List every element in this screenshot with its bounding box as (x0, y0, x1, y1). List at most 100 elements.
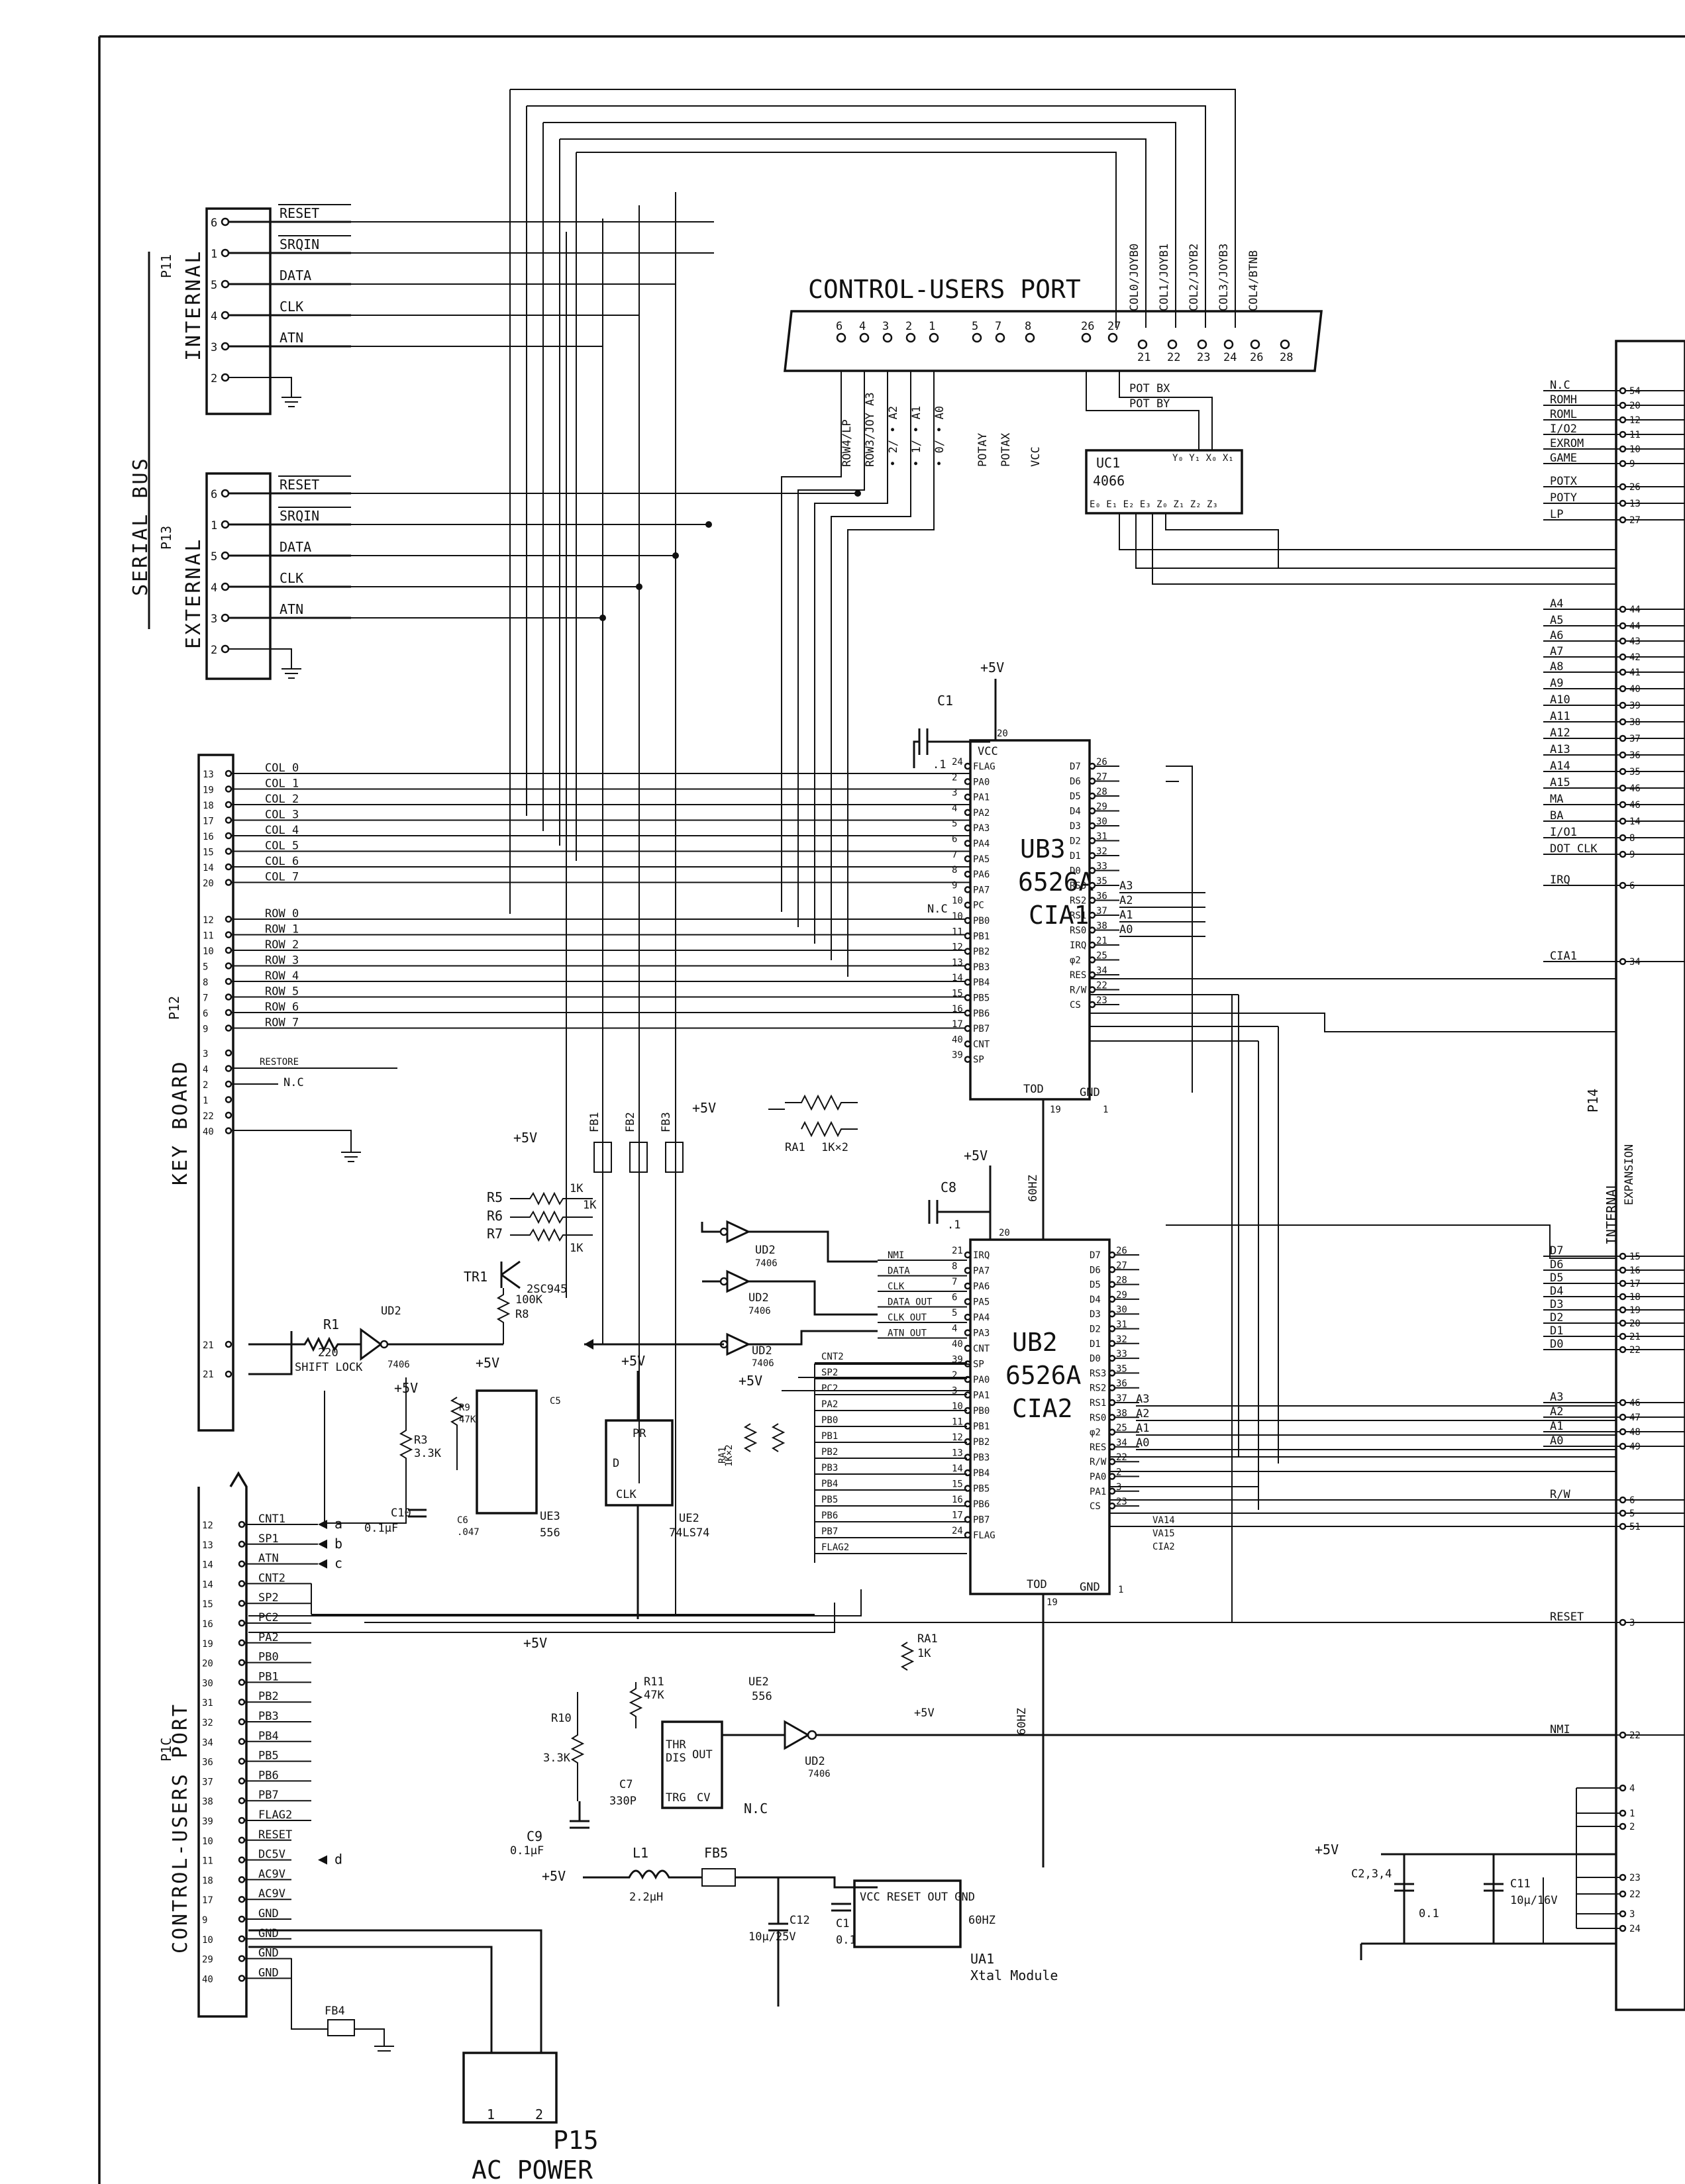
up-pin-19 (238, 1895, 246, 1903)
ub2-port-signal-pb2-6: PB2 (821, 1447, 838, 1458)
ub2-right-pin-num-0: 26 (1116, 1246, 1127, 1256)
p11-signal-clk: CLK (280, 299, 303, 315)
ub2-left-label-pa0-8: PA0 (973, 1375, 990, 1385)
ub2-left-label-pa3-5: PA3 (973, 1328, 990, 1339)
p11-pin-2 (221, 279, 230, 289)
ub2-right-pin-num-6: 32 (1116, 1334, 1127, 1345)
ub3-rs-addr-a2: A2 (1119, 894, 1133, 907)
up-dest-b: b (334, 1536, 342, 1552)
ub2-left-pin-num-13: 13 (952, 1448, 963, 1459)
kb-col-label-5: COL 5 (265, 840, 299, 853)
ub3-right-pin-num-2: 28 (1096, 787, 1107, 797)
l1-value: 2.2µH (629, 1891, 663, 1904)
ub2-va-cia2: CIA2 (1152, 1542, 1175, 1552)
ub3-left-pin-2 (964, 793, 972, 801)
p13-signal-atn: ATN (280, 601, 303, 617)
kb-ground-symbol (232, 1130, 361, 1162)
kb-col-label-1: COL 1 (265, 777, 299, 791)
ub2-left-pin-num-14: 14 (952, 1464, 963, 1474)
ub2-right-label-d3-4: D3 (1090, 1309, 1101, 1320)
ub3-left-pin-7 (964, 870, 972, 878)
fb2-label: FB2 (624, 1112, 637, 1132)
p11-connector (205, 207, 272, 415)
p14-pin-37 (1619, 1428, 1627, 1436)
serial-junction-0 (854, 490, 861, 497)
up-pin-11 (238, 1738, 246, 1746)
ra1-top-name: RA1 (785, 1141, 805, 1154)
tod-60hz-b: 60HZ (1015, 1708, 1029, 1735)
up-label-pb1-8: PB1 (258, 1670, 279, 1683)
p14-gnd-pin-2 (1619, 1822, 1627, 1830)
ub3-left-pin-num-9: 10 (952, 896, 963, 907)
ub2-port-signal-pb5-9: PB5 (821, 1495, 838, 1505)
ub2-port-signal-pb1-5: PB1 (821, 1431, 838, 1442)
p11-signal-data: DATA (280, 268, 311, 283)
p14-pin-31 (1619, 1306, 1627, 1314)
up-label-pa2-6: PA2 (258, 1631, 279, 1644)
ub3-left-pin-num-14: 14 (952, 973, 963, 983)
p14-label-exrom-4: EXROM (1550, 437, 1584, 450)
p14-pin-19 (1619, 768, 1627, 775)
cport-pin-9 (1107, 332, 1118, 343)
ub2-right-pin-num-12: 25 (1116, 1423, 1127, 1434)
kb-row-label-2: ROW 2 (265, 938, 299, 952)
ub3-rs-addr-a0: A0 (1119, 923, 1133, 936)
up-pin-num-2: 14 (202, 1560, 213, 1571)
r7-value: 1K (570, 1242, 584, 1255)
kb-col-pin-num-7: 20 (203, 879, 214, 889)
kb-row-label-7: ROW 7 (265, 1017, 299, 1030)
cport-bottom-signal-1-a1: • 1/ • A1 (910, 406, 923, 467)
shift-lock-label: SHIFT LOCK (295, 1361, 363, 1374)
ub3-right-pin-num-13: 25 (1096, 951, 1107, 962)
ub3-left-pin-num-18: 40 (952, 1034, 963, 1045)
p14-gnd-pin-5 (1619, 1910, 1627, 1918)
ub2-right-label-d0-7: D0 (1090, 1354, 1101, 1364)
c10-value: 0.1µF (364, 1522, 398, 1535)
kb-row-label-3: ROW 3 (265, 954, 299, 968)
p14-label-i-o2-3: I/O2 (1550, 422, 1577, 436)
ub3-right-pin-9 (1088, 897, 1096, 904)
ub3-left-label-pc-9: PC (973, 901, 984, 911)
r1-value: 220 (318, 1346, 338, 1360)
up-label-atn-2: ATN (258, 1552, 279, 1565)
kb-col-pin-3 (225, 817, 232, 824)
p15-pin-1: 1 (487, 2107, 495, 2122)
ub3-right-label-d3-4: D3 (1070, 821, 1081, 832)
ub3-right-pin-6 (1088, 852, 1096, 860)
p14-label-game-5: GAME (1550, 452, 1577, 465)
p13-pin-0 (221, 489, 230, 498)
ub3-left-pin-num-7: 8 (952, 865, 957, 875)
c1b-name: C1 (836, 1917, 849, 1930)
up-pin-num-16: 10 (202, 1836, 213, 1847)
p14-pin-34 (1619, 1346, 1627, 1354)
up-pin-num-18: 18 (202, 1875, 213, 1886)
ub3-right-label-r-w-15: R/W (1070, 985, 1087, 996)
ub2-tod-pin: 19 (1047, 1597, 1058, 1608)
ub2-left-pin-num-18: 24 (952, 1526, 963, 1536)
ub2-left-pin-2 (964, 1282, 972, 1290)
kb-col-label-3: COL 3 (265, 809, 299, 822)
ub2-function: CIA2 (1012, 1394, 1073, 1423)
up-arrow-2 (318, 1559, 327, 1569)
up-label-pb4-11: PB4 (258, 1730, 279, 1743)
p14-label-a1-37: A1 (1550, 1420, 1563, 1433)
cport-bottom-signal-2-a2: • 2/ • A2 (887, 406, 900, 467)
p14-pin-13 (1619, 668, 1627, 676)
ub2-left-pin-6 (964, 1344, 972, 1352)
p14-label-n-c-0: N.C (1550, 379, 1570, 392)
ub3-power: +5V (980, 660, 1004, 675)
p14-label-potx-6: POTX (1550, 475, 1578, 488)
kb-shift-pin-a: 21 (203, 1340, 214, 1351)
up-pin-23 (238, 1975, 246, 1982)
p14-gnd-pin-num-0: 4 (1629, 1783, 1635, 1794)
ub2-left-pin-num-6: 40 (952, 1339, 963, 1350)
p14-pin-21 (1619, 801, 1627, 809)
r11-name: R11 (644, 1675, 664, 1689)
ub3-right-label-cs-16: CS (1070, 1000, 1081, 1011)
ub2-right-pin-17 (1108, 1502, 1116, 1510)
p13-signal-srqin: SRQIN (280, 508, 319, 524)
ub2-va-va14: VA14 (1152, 1515, 1175, 1526)
cport-pin-num-3: 2 (905, 320, 912, 333)
dynamic-wires (351, 221, 861, 621)
cport-bottom-signal-0-a0: • 0/ • A0 (933, 406, 946, 467)
